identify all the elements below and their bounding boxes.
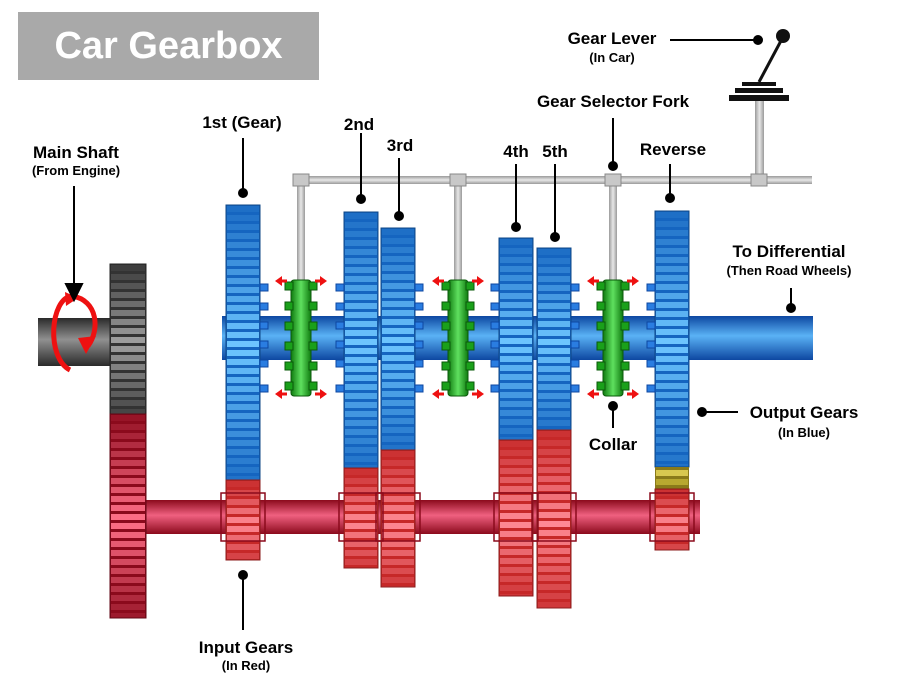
lever-base-top bbox=[742, 82, 776, 86]
output-gear-3rd bbox=[380, 227, 416, 451]
label-reverse-gear: Reverse bbox=[639, 140, 707, 159]
output-gear-1st bbox=[225, 204, 261, 481]
selector-collar-3 bbox=[596, 279, 630, 397]
label-input-gears-sub: (In Red) bbox=[221, 658, 271, 673]
input-gear-2nd bbox=[343, 467, 379, 569]
reverse-idler-gear bbox=[655, 467, 689, 489]
shift-arrow-right-top-2-icon bbox=[472, 276, 484, 286]
diagram-title: Car Gearbox bbox=[54, 25, 283, 67]
input-gear-hub-2 bbox=[338, 492, 384, 542]
dog-teeth-2 bbox=[335, 283, 345, 393]
rail-joint-2 bbox=[449, 173, 467, 187]
label-main-shaft-sub: (From Engine) bbox=[31, 163, 121, 178]
dog-teeth-1 bbox=[259, 283, 269, 393]
dog-teeth-3 bbox=[414, 283, 424, 393]
input-gear-hub-4 bbox=[493, 492, 539, 542]
shift-arrow-left-bottom-1-icon bbox=[275, 389, 287, 399]
fork-rod-2 bbox=[454, 184, 462, 280]
input-gear-hub-1 bbox=[220, 492, 266, 542]
output-gear-5th bbox=[536, 247, 572, 431]
label-to-differential: To Differential bbox=[732, 242, 846, 261]
output-gear-reverse bbox=[654, 210, 690, 468]
engine-gear-top bbox=[109, 263, 147, 415]
shift-arrow-left-bottom-2-icon bbox=[432, 389, 444, 399]
lever-rod bbox=[755, 100, 764, 178]
input-gear-4th bbox=[498, 439, 534, 597]
input-gear-reverse bbox=[654, 488, 690, 551]
label-gear-lever-sub: (In Car) bbox=[589, 50, 635, 65]
output-gear-2nd bbox=[343, 211, 379, 469]
shift-arrow-left-top-1-icon bbox=[275, 276, 287, 286]
label-input-gears: Input Gears bbox=[198, 638, 294, 657]
input-gear-hub-6 bbox=[649, 492, 695, 542]
label-collar: Collar bbox=[588, 435, 638, 454]
rail-joint-4 bbox=[750, 173, 768, 187]
label-fifth-gear: 5th bbox=[542, 142, 568, 161]
engine-gear-bottom bbox=[109, 413, 147, 619]
label-third-gear: 3rd bbox=[386, 136, 414, 155]
shift-arrow-right-top-1-icon bbox=[315, 276, 327, 286]
rail-joint-3 bbox=[604, 173, 622, 187]
label-output-gears: Output Gears bbox=[749, 403, 859, 422]
main-shaft bbox=[38, 318, 118, 366]
label-fourth-gear: 4th bbox=[503, 142, 529, 161]
label-main-shaft: Main Shaft bbox=[33, 143, 119, 162]
selector-collar-1 bbox=[284, 279, 318, 397]
shift-arrow-right-top-3-icon bbox=[627, 276, 639, 286]
label-output-gears-sub: (In Blue) bbox=[778, 425, 830, 440]
shift-arrow-right-bottom-2-icon bbox=[472, 389, 484, 399]
label-gear-lever: Gear Lever bbox=[567, 29, 657, 48]
rail-joint-1 bbox=[292, 173, 310, 187]
input-gear-hub-5 bbox=[531, 492, 577, 542]
label-gear-selector-fork: Gear Selector Fork bbox=[536, 92, 690, 111]
input-gear-hub-3 bbox=[375, 492, 421, 542]
shift-arrow-right-bottom-3-icon bbox=[627, 389, 639, 399]
fork-rod-1 bbox=[297, 184, 305, 280]
shift-arrow-left-top-2-icon bbox=[432, 276, 444, 286]
lever-knob bbox=[776, 29, 790, 43]
title-banner: Car Gearbox bbox=[18, 12, 319, 80]
label-second-gear: 2nd bbox=[343, 115, 375, 134]
shift-arrow-left-bottom-3-icon bbox=[587, 389, 599, 399]
input-gear-3rd bbox=[380, 449, 416, 588]
selector-collar-2 bbox=[441, 279, 475, 397]
output-gear-4th bbox=[498, 237, 534, 441]
lever-stick bbox=[757, 36, 785, 83]
dog-teeth-6 bbox=[646, 283, 656, 393]
lever-base-mid bbox=[735, 88, 783, 93]
shift-arrow-right-bottom-1-icon bbox=[315, 389, 327, 399]
dog-teeth-4 bbox=[490, 283, 500, 393]
label-first-gear: 1st (Gear) bbox=[202, 113, 282, 132]
lever-base-plate bbox=[729, 95, 789, 101]
input-gear-5th bbox=[536, 429, 572, 609]
rotation-arrow-icon bbox=[51, 292, 98, 373]
dog-teeth-5 bbox=[570, 283, 580, 393]
input-gear-1st bbox=[225, 479, 261, 561]
label-to-differential-sub: (Then Road Wheels) bbox=[726, 263, 852, 278]
shift-arrow-left-top-3-icon bbox=[587, 276, 599, 286]
fork-rod-3 bbox=[609, 184, 617, 280]
